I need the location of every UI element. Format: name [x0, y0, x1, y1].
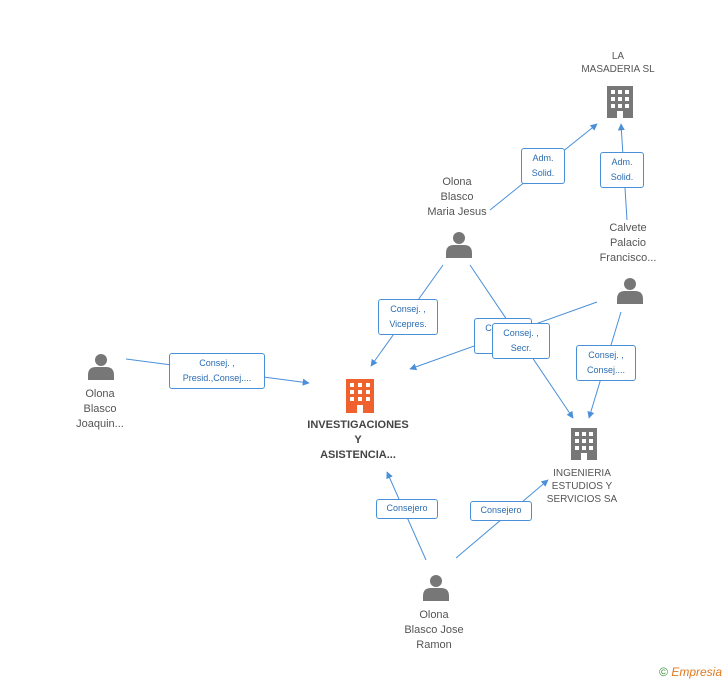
- footer-credit: © Empresia: [659, 665, 722, 679]
- main-building-icon: [346, 379, 374, 413]
- person-icon: [423, 575, 449, 601]
- relation-line-1: Consej. ,: [588, 350, 624, 360]
- relation-box-calvete-ing[interactable]: Consej. , Consej....: [576, 345, 636, 381]
- relation-line-1: Consejero: [480, 505, 522, 515]
- relation-line-2: Vicepres.: [389, 319, 427, 329]
- relation-box-mj-ing[interactable]: Consej. , Secr.: [492, 323, 550, 359]
- person-node-calvete[interactable]: Calvete Palacio Francisco...: [599, 222, 657, 264]
- copyright-icon: ©: [659, 665, 668, 679]
- relation-box-joaquin-inv[interactable]: Consej. , Presid.,Consej....: [169, 353, 265, 389]
- relation-box-jr-inv[interactable]: Consejero: [376, 499, 438, 519]
- person-node-jose-ramon[interactable]: Olona Blasco Jose Ramon: [404, 609, 464, 651]
- company-node-la-masaderia[interactable]: LA MASADERIA SL: [581, 51, 655, 75]
- relation-box-mj-lm[interactable]: Adm. Solid.: [521, 148, 565, 184]
- person-icon: [446, 232, 472, 258]
- relation-line-1: Consej. ,: [503, 328, 539, 338]
- person-icon: [617, 278, 643, 304]
- relation-line-2: Presid.,Consej....: [182, 373, 252, 383]
- relation-box-jr-ing[interactable]: Consejero: [470, 501, 532, 521]
- relation-line-2: Consej....: [586, 365, 626, 375]
- person-icon: [88, 354, 114, 380]
- main-company-node-investigaciones[interactable]: INVESTIGACIONES Y ASISTENCIA...: [307, 419, 409, 461]
- relation-line-1: Consejero: [386, 503, 428, 513]
- building-icon: [607, 86, 633, 118]
- relation-line-1: Adm.: [532, 153, 554, 163]
- relation-line-2: Solid.: [610, 172, 634, 182]
- relation-box-mj-inv[interactable]: Consej. , Vicepres.: [378, 299, 438, 335]
- brand-logo[interactable]: Empresia: [671, 665, 722, 679]
- relation-line-1: Adm.: [611, 157, 633, 167]
- relation-line-1: Consej. ,: [199, 358, 235, 368]
- person-node-joaquin[interactable]: Olona Blasco Joaquin...: [76, 388, 124, 430]
- person-node-maria-jesus[interactable]: Olona Blasco Maria Jesus: [427, 176, 487, 218]
- building-icon: [571, 428, 597, 460]
- company-node-ingenieria[interactable]: INGENIERIA ESTUDIOS Y SERVICIOS SA: [546, 468, 618, 505]
- relation-box-calvete-lm[interactable]: Adm. Solid.: [600, 152, 644, 188]
- relation-line-1: Consej. ,: [390, 304, 426, 314]
- relation-line-2: Secr.: [510, 343, 532, 353]
- relation-line-2: Solid.: [531, 168, 555, 178]
